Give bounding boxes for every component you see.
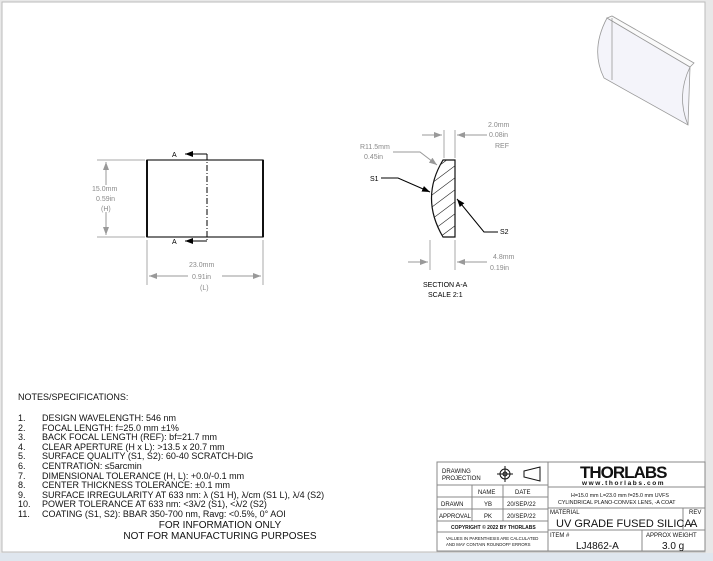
note-number: 6.	[18, 460, 26, 471]
note-text: SURFACE IRREGULARITY AT 633 nm: λ (S1 H)…	[42, 489, 325, 500]
note-item: 9. SURFACE IRREGULARITY AT 633 nm: λ (S1 …	[18, 489, 325, 501]
section-marker-bottom: A	[172, 239, 177, 246]
surface-s2-label: S2	[500, 229, 509, 236]
section-scale: SCALE 2:1	[428, 292, 463, 299]
drawn-date: 20/SEP/22	[507, 502, 536, 508]
section-marker-top: A	[172, 152, 177, 159]
disclaimer: FOR INFORMATION ONLY NOT FOR MANUFACTURI…	[110, 520, 330, 542]
rev-label: REV	[689, 510, 701, 516]
projection-label-2: PROJECTION	[442, 476, 481, 482]
drawn-name: YB	[484, 502, 492, 508]
center-dim-mm: 4.8mm	[493, 254, 515, 261]
material-value: UV GRADE FUSED SILICA	[556, 518, 692, 530]
note-number: 8.	[18, 480, 26, 491]
note-item: 5. SURFACE QUALITY (S1, S2): 60-40 SCRATC…	[18, 452, 324, 462]
note-text: POWER TOLERANCE AT 633 nm: <3λ/2 (S1), <…	[42, 499, 267, 510]
note-number: 10.	[18, 499, 31, 510]
note-item: 10. POWER TOLERANCE AT 633 nm: <3λ/2 (S1)…	[18, 500, 324, 510]
isometric-lens-view	[597, 15, 695, 126]
third-angle-projection-icon	[497, 466, 541, 482]
disclaimer-line-1: FOR INFORMATION ONLY	[158, 520, 282, 531]
notes-title: NOTES/SPECIFICATIONS:	[18, 392, 129, 402]
note-number: 2.	[18, 422, 26, 433]
values-note-2: AND MAY CONTAIN ROUNDOFF ERRORS	[446, 542, 531, 547]
note-number: 5.	[18, 451, 26, 462]
note-item: 11. COATING (S1, S2): BBAR 350-700 nm, Ra…	[18, 508, 324, 520]
note-number: 1.	[18, 413, 26, 423]
approval-name: PK	[484, 514, 492, 520]
rev-value: A	[690, 518, 698, 530]
notes-section: NOTES/SPECIFICATIONS: 1. DESIGN WAVELENGT…	[18, 392, 324, 520]
radius-mm: R11.5mm	[360, 144, 390, 151]
note-item: 8. CENTER THICKNESS TOLERANCE: ±0.1 mm	[18, 481, 324, 491]
note-number: 11.	[18, 508, 30, 519]
note-text: DIMENSIONAL TOLERANCE (H, L): +0.0/-0.1 …	[42, 470, 245, 481]
note-text: CENTER THICKNESS TOLERANCE: ±0.1 mm	[42, 480, 230, 491]
note-number: 3.	[18, 432, 26, 443]
note-item: 7. DIMENSIONAL TOLERANCE (H, L): +0.0/-0.…	[18, 470, 324, 482]
note-text: BACK FOCAL LENGTH (REF): bf=21.7 mm	[42, 432, 217, 443]
section-view: 2.0mm 0.08in REF R11.5mm 0.45in S1 S2 4.…	[360, 122, 515, 299]
height-dim-tag: (H)	[101, 206, 111, 213]
note-text: COATING (S1, S2): BBAR 350-700 nm, Ravg:…	[42, 508, 286, 519]
note-item: 6. CENTRATION: ≤5arcmin	[18, 460, 324, 472]
values-note-1: VALUES IN PARENTHESIS ARE CALCULATED	[446, 536, 538, 541]
approval-label: APPROVAL	[439, 514, 472, 520]
item-label: ITEM #	[550, 533, 570, 539]
description-1: H=15.0 mm L=23.0 mm f=25.0 mm UVFS	[571, 493, 669, 499]
weight-label: APPROX WEIGHT	[646, 533, 697, 539]
notes-list: 1. DESIGN WAVELENGTH: 546 nm 2. FOCAL LENGT…	[18, 413, 325, 520]
thorlabs-website: www.thorlabs.com	[581, 480, 665, 487]
name-header: NAME	[478, 490, 495, 496]
edge-dim-mm: 2.0mm	[488, 122, 510, 129]
material-label: MATERIAL	[550, 510, 580, 516]
length-dim-mm: 23.0mm	[189, 262, 214, 269]
note-number: 4.	[18, 441, 26, 452]
note-item: 3. BACK FOCAL LENGTH (REF): bf=21.7 mm	[18, 433, 324, 443]
plan-view: A A 15.0mm 0.59in (H) 23.0mm 0.91in (L)	[92, 151, 264, 292]
item-number: LJ4862-A	[576, 541, 619, 552]
surface-s1-label: S1	[370, 176, 379, 183]
note-text: CLEAR APERTURE (H x L): >13.5 x 20.7 mm	[42, 441, 225, 452]
thorlabs-logo: THORLABS	[580, 463, 667, 482]
title-block: DRAWING PROJECTION NAME DATE DRAWN YB 20…	[436, 461, 706, 552]
note-text: DESIGN WAVELENGTH: 546 nm	[42, 413, 177, 423]
length-dim-tag: (L)	[200, 285, 209, 292]
center-dim-in: 0.19in	[490, 265, 509, 272]
note-item: 1. DESIGN WAVELENGTH: 546 nm	[18, 413, 324, 424]
length-dim-in: 0.91in	[192, 274, 211, 281]
height-dim-mm: 15.0mm	[92, 186, 117, 193]
edge-dim-ref: REF	[495, 143, 509, 150]
description-2: CYLINDRICAL PLANO-CONVEX LENS, -A COAT	[558, 500, 676, 506]
note-number: 9.	[18, 489, 26, 500]
copyright: COPYRIGHT © 2022 BY THORLABS	[451, 524, 536, 531]
section-title: SECTION A-A	[423, 282, 468, 289]
note-text: SURFACE QUALITY (S1, S2): 60-40 SCRATCH-…	[42, 451, 254, 462]
note-text: FOCAL LENGTH: f=25.0 mm ±1%	[42, 422, 179, 433]
note-item: 2. FOCAL LENGTH: f=25.0 mm ±1%	[18, 422, 324, 434]
note-number: 7.	[18, 470, 26, 481]
note-item: 4. CLEAR APERTURE (H x L): >13.5 x 20.7 m…	[18, 441, 324, 453]
note-text: CENTRATION: ≤5arcmin	[42, 460, 142, 471]
height-dim-in: 0.59in	[96, 196, 115, 203]
weight-value: 3.0 g	[662, 541, 684, 552]
disclaimer-line-2: NOT FOR MANUFACTURING PURPOSES	[123, 531, 317, 542]
drawn-label: DRAWN	[441, 502, 463, 508]
projection-label-1: DRAWING	[442, 469, 471, 475]
edge-dim-in: 0.08in	[489, 132, 508, 139]
approval-date: 20/SEP/22	[507, 514, 536, 520]
date-header: DATE	[515, 490, 531, 496]
radius-in: 0.45in	[364, 154, 383, 161]
sheet-border	[1, 1, 706, 553]
